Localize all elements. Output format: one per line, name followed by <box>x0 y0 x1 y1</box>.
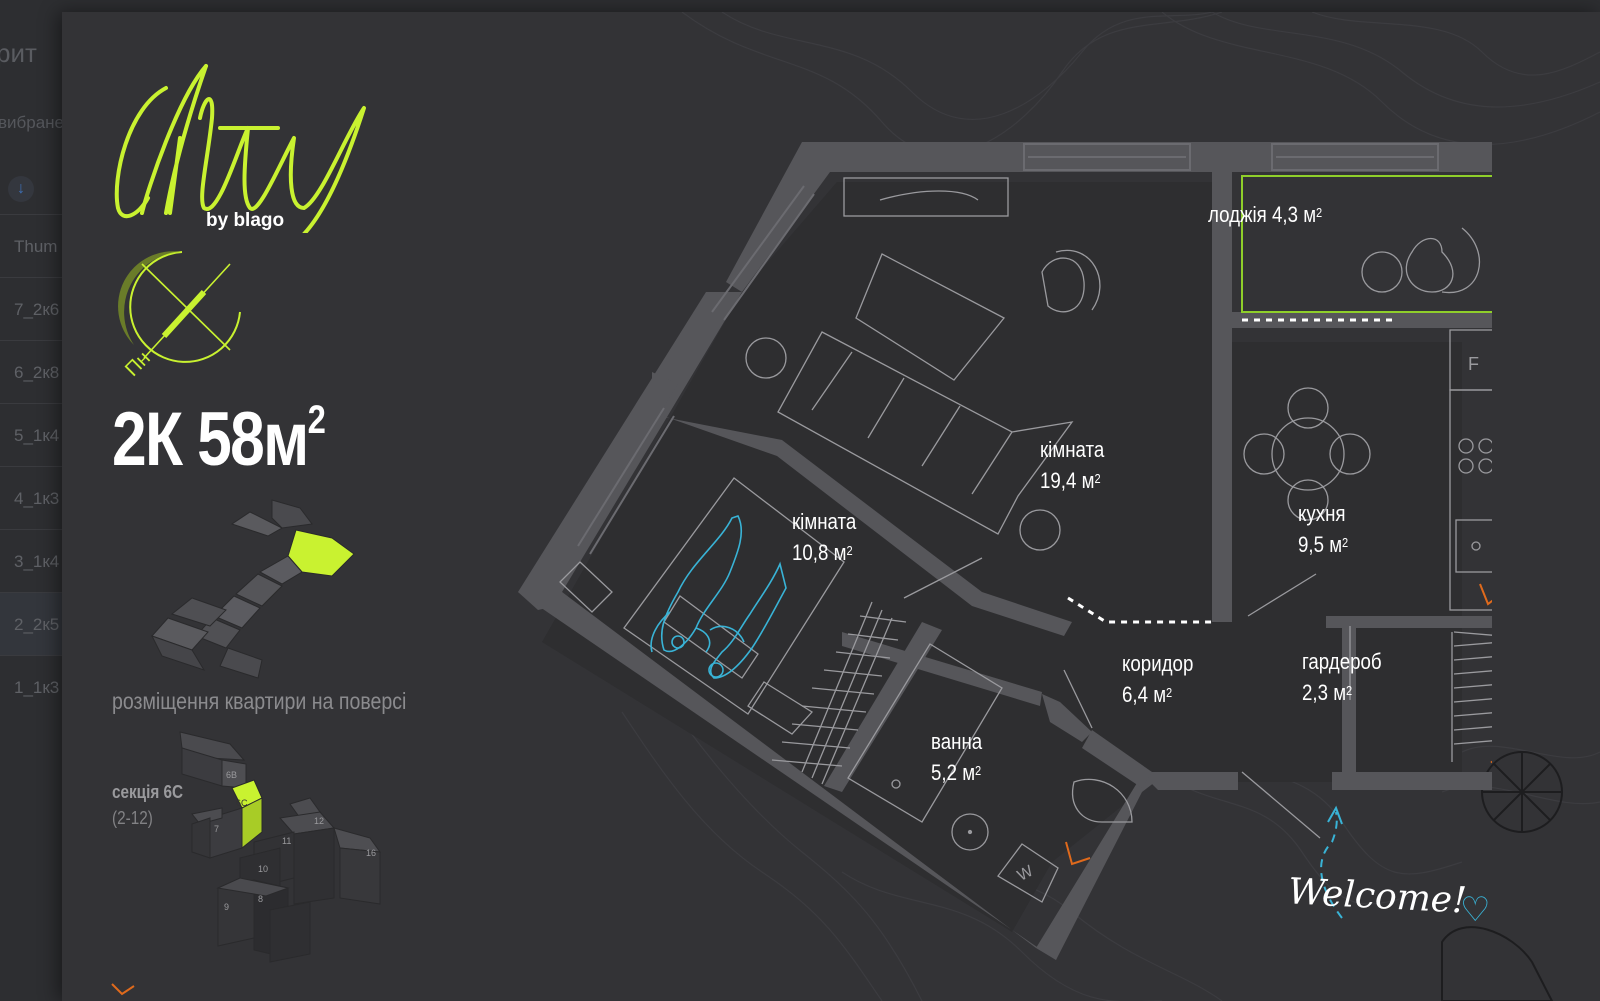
building-6c-label: 6С <box>236 798 248 808</box>
table-row-selected[interactable]: 2_2к5 <box>0 592 70 655</box>
apartment-area-unit-sup: 2 <box>307 398 326 442</box>
room-corridor-area: 6,4 м2 <box>1122 682 1173 707</box>
fridge-mark: F <box>1468 354 1479 374</box>
background-page-title: рит <box>0 38 37 68</box>
room-wardrobe-name: гардероб <box>1302 649 1382 674</box>
section-label: секція 6С <box>112 782 184 802</box>
room-kitchen-name: кухня <box>1298 501 1346 526</box>
compass-north-icon: Пн <box>118 251 241 380</box>
building-10-label: 10 <box>258 864 268 874</box>
table-row[interactable]: 3_1к4 <box>0 529 70 592</box>
heart-icon: ♡ <box>1460 891 1491 929</box>
section-floors: (2-12) <box>112 808 153 828</box>
city-by-blago-logo: by blago <box>114 64 366 233</box>
apartment-floor-plan: F W <box>518 142 1492 960</box>
room-bath-area: 5,2 м2 <box>931 760 982 785</box>
table-row[interactable]: 1_1к3 <box>0 655 70 718</box>
building-12-label: 12 <box>314 816 324 826</box>
table-header: Thum <box>0 214 70 277</box>
building-8-label: 8 <box>258 894 263 904</box>
room-bedroom-area: 10,8 м2 <box>792 540 853 565</box>
table-row[interactable]: 6_2к8 <box>0 340 70 403</box>
floor-location-diagram <box>151 499 355 679</box>
table-row[interactable]: 5_1к4 <box>0 403 70 466</box>
room-corridor-label: коридор 6,4 м2 <box>1122 648 1193 710</box>
plan-walls <box>518 142 1492 960</box>
people-on-bed-drawing <box>650 515 787 679</box>
room-living-name: кімната <box>1040 437 1105 462</box>
apartment-type-area: 2К 58м <box>112 397 309 482</box>
room-bath-label: ванна 5,2 м2 <box>931 726 982 788</box>
plan-furniture <box>559 177 1492 903</box>
room-bedroom-label: кімната 10,8 м2 <box>792 506 856 568</box>
background-favorites-link[interactable]: вибране <box>0 113 65 132</box>
room-kitchen-label: кухня 9,5 м2 <box>1298 498 1348 560</box>
room-bedroom-name: кімната <box>792 509 857 534</box>
room-bath-name: ванна <box>931 729 983 754</box>
room-wardrobe-area: 2,3 м2 <box>1302 680 1353 705</box>
building-11-label: 11 <box>282 836 291 846</box>
room-living-label: кімната 19,4 м2 <box>1040 434 1104 496</box>
building-6b-label: 6В <box>226 770 237 780</box>
building-7-label: 7 <box>214 824 219 834</box>
floor-caption: розміщення квартири на поверсі <box>112 688 407 714</box>
room-wardrobe-label: гардероб 2,3 м2 <box>1302 646 1382 708</box>
room-loggia-label: лоджія 4,3 м2 <box>1208 202 1323 227</box>
table-row[interactable]: 7_2к6 <box>0 277 70 340</box>
room-loggia-name: лоджія 4,3 м <box>1208 202 1317 227</box>
loggia-highlight <box>1241 175 1492 313</box>
logo-byline: by blago <box>206 210 284 231</box>
section-location-diagram: 6В 6С 7 11 12 10 16 9 8 <box>179 731 382 963</box>
entrance-arrow-icon <box>1320 805 1343 919</box>
building-9-label: 9 <box>224 902 229 912</box>
orange-marker-icon <box>111 983 135 996</box>
plan-windows <box>577 143 1439 555</box>
sort-down-icon[interactable]: ↓ <box>8 176 34 202</box>
plan-openings <box>1067 318 1392 624</box>
apartment-title: 2К 58м2 <box>112 396 326 483</box>
table-row[interactable]: 4_1к3 <box>0 466 70 529</box>
background-table: Thum 7_2к6 6_2к8 5_1к4 4_1к3 3_1к4 2_2к5… <box>0 214 70 718</box>
room-kitchen-area: 9,5 м2 <box>1298 532 1349 557</box>
room-corridor-name: коридор <box>1122 651 1194 676</box>
room-living-area: 19,4 м2 <box>1040 468 1101 493</box>
building-16-label: 16 <box>366 848 376 858</box>
floor-plan-lightbox: by blago Пн 2К 58м2 розміщення квартири … <box>62 12 1600 1001</box>
orange-entry-markers <box>1065 583 1492 866</box>
